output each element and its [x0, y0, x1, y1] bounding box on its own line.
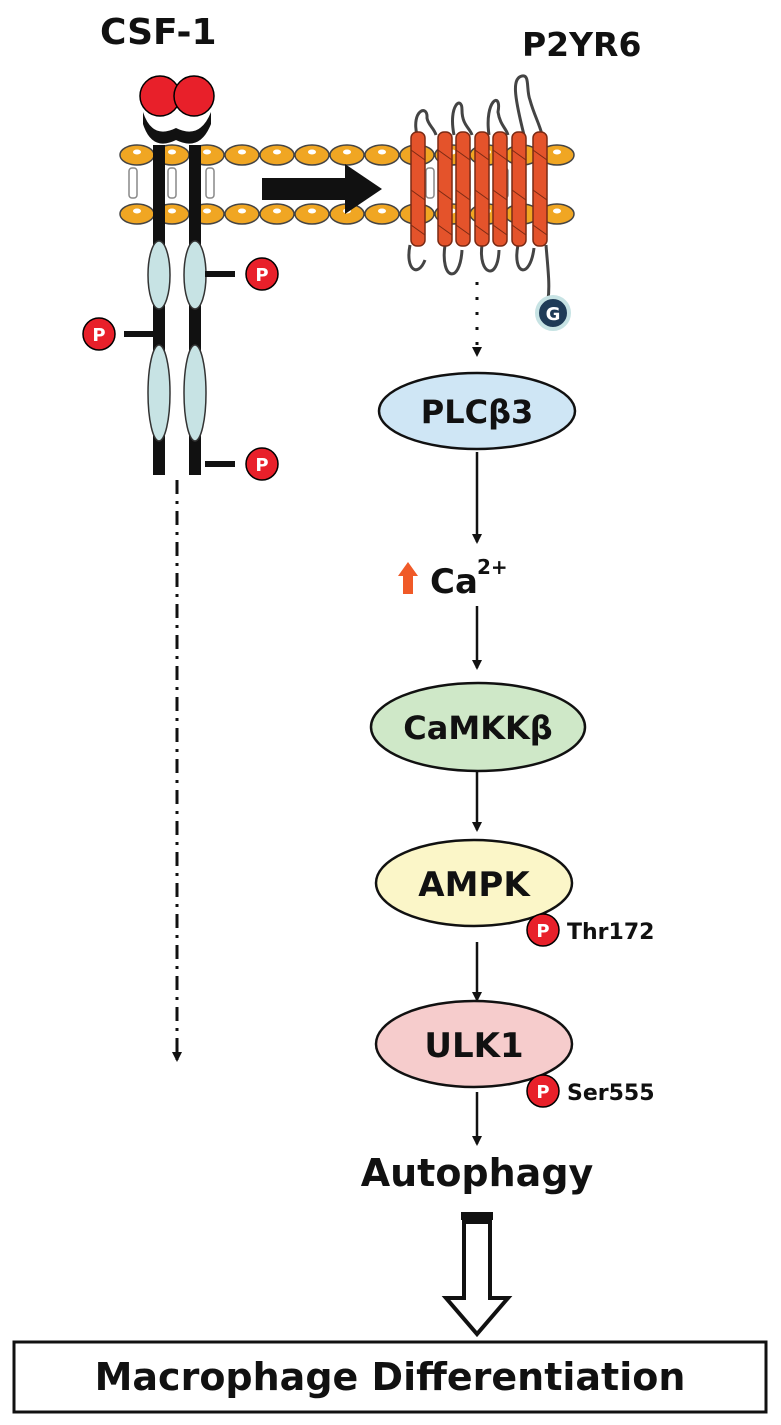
node-ampk-label: AMPK — [418, 865, 531, 905]
node-camkkb-label: CaMKKβ — [403, 709, 552, 747]
node-camkkb: CaMKKβ — [369, 681, 587, 773]
lipid-tail — [205, 167, 215, 199]
hollow-arrow-cap — [461, 1212, 493, 1220]
transmembrane-helix — [532, 131, 548, 247]
p2yr6-label: P2YR6 — [522, 25, 641, 64]
lipid-tail — [128, 167, 138, 199]
csf1-ligand — [139, 75, 215, 144]
calcium-charge-label: 2+ — [477, 555, 508, 579]
phospho-badge: P — [526, 913, 560, 947]
transmembrane-helix — [492, 131, 508, 247]
lipid-head — [259, 203, 295, 225]
lipid-head — [224, 144, 260, 166]
csf1-receptor — [124, 145, 235, 475]
lipid-head — [364, 144, 400, 166]
svg-text:P: P — [536, 921, 549, 942]
lipid-head — [119, 144, 155, 166]
transmembrane-helix — [437, 131, 453, 247]
lipid-head — [294, 144, 330, 166]
outcome-box — [12, 1340, 768, 1414]
transmembrane-helix — [410, 131, 426, 247]
lipid-head — [224, 203, 260, 225]
outcome-label: Macrophage Differentiation — [95, 1355, 686, 1399]
hollow-down-arrow-icon — [441, 1220, 513, 1338]
lipid-head — [294, 203, 330, 225]
lipid-head — [364, 203, 400, 225]
lipid-tail — [167, 167, 177, 199]
lipid-head — [329, 144, 365, 166]
block-arrow-icon — [262, 164, 382, 214]
lipid-tail — [425, 167, 435, 199]
node-ampk: AMPK — [374, 838, 574, 928]
transmembrane-helix — [455, 131, 471, 247]
autophagy-label: Autophagy — [361, 1151, 594, 1195]
node-ulk1-label: ULK1 — [424, 1026, 523, 1066]
node-plcb3-label: PLCβ3 — [421, 393, 534, 431]
up-arrow-icon — [398, 562, 418, 594]
ser555-label: Ser555 — [567, 1081, 655, 1106]
phospho-badge: P — [245, 447, 279, 481]
lipid-head — [119, 203, 155, 225]
phospho-badge: P — [526, 1074, 560, 1108]
node-plcb3: PLCβ3 — [377, 371, 577, 451]
svg-text:P: P — [92, 325, 105, 346]
node-ulk1: ULK1 — [374, 999, 574, 1089]
transmembrane-helix — [474, 131, 490, 247]
phospho-badge: P — [82, 317, 116, 351]
thr172-label: Thr172 — [567, 920, 654, 945]
svg-text:P: P — [536, 1082, 549, 1103]
p2yr6-receptor — [407, 74, 551, 301]
csf1-label: CSF-1 — [100, 12, 217, 53]
transmembrane-helix — [511, 131, 527, 247]
phospho-badge: P — [245, 257, 279, 291]
g-protein: G — [535, 295, 571, 331]
g-protein-label: G — [546, 304, 561, 325]
svg-text:P: P — [255, 265, 268, 286]
calcium-label: Ca — [430, 562, 478, 602]
svg-text:P: P — [255, 455, 268, 476]
lipid-head — [259, 144, 295, 166]
